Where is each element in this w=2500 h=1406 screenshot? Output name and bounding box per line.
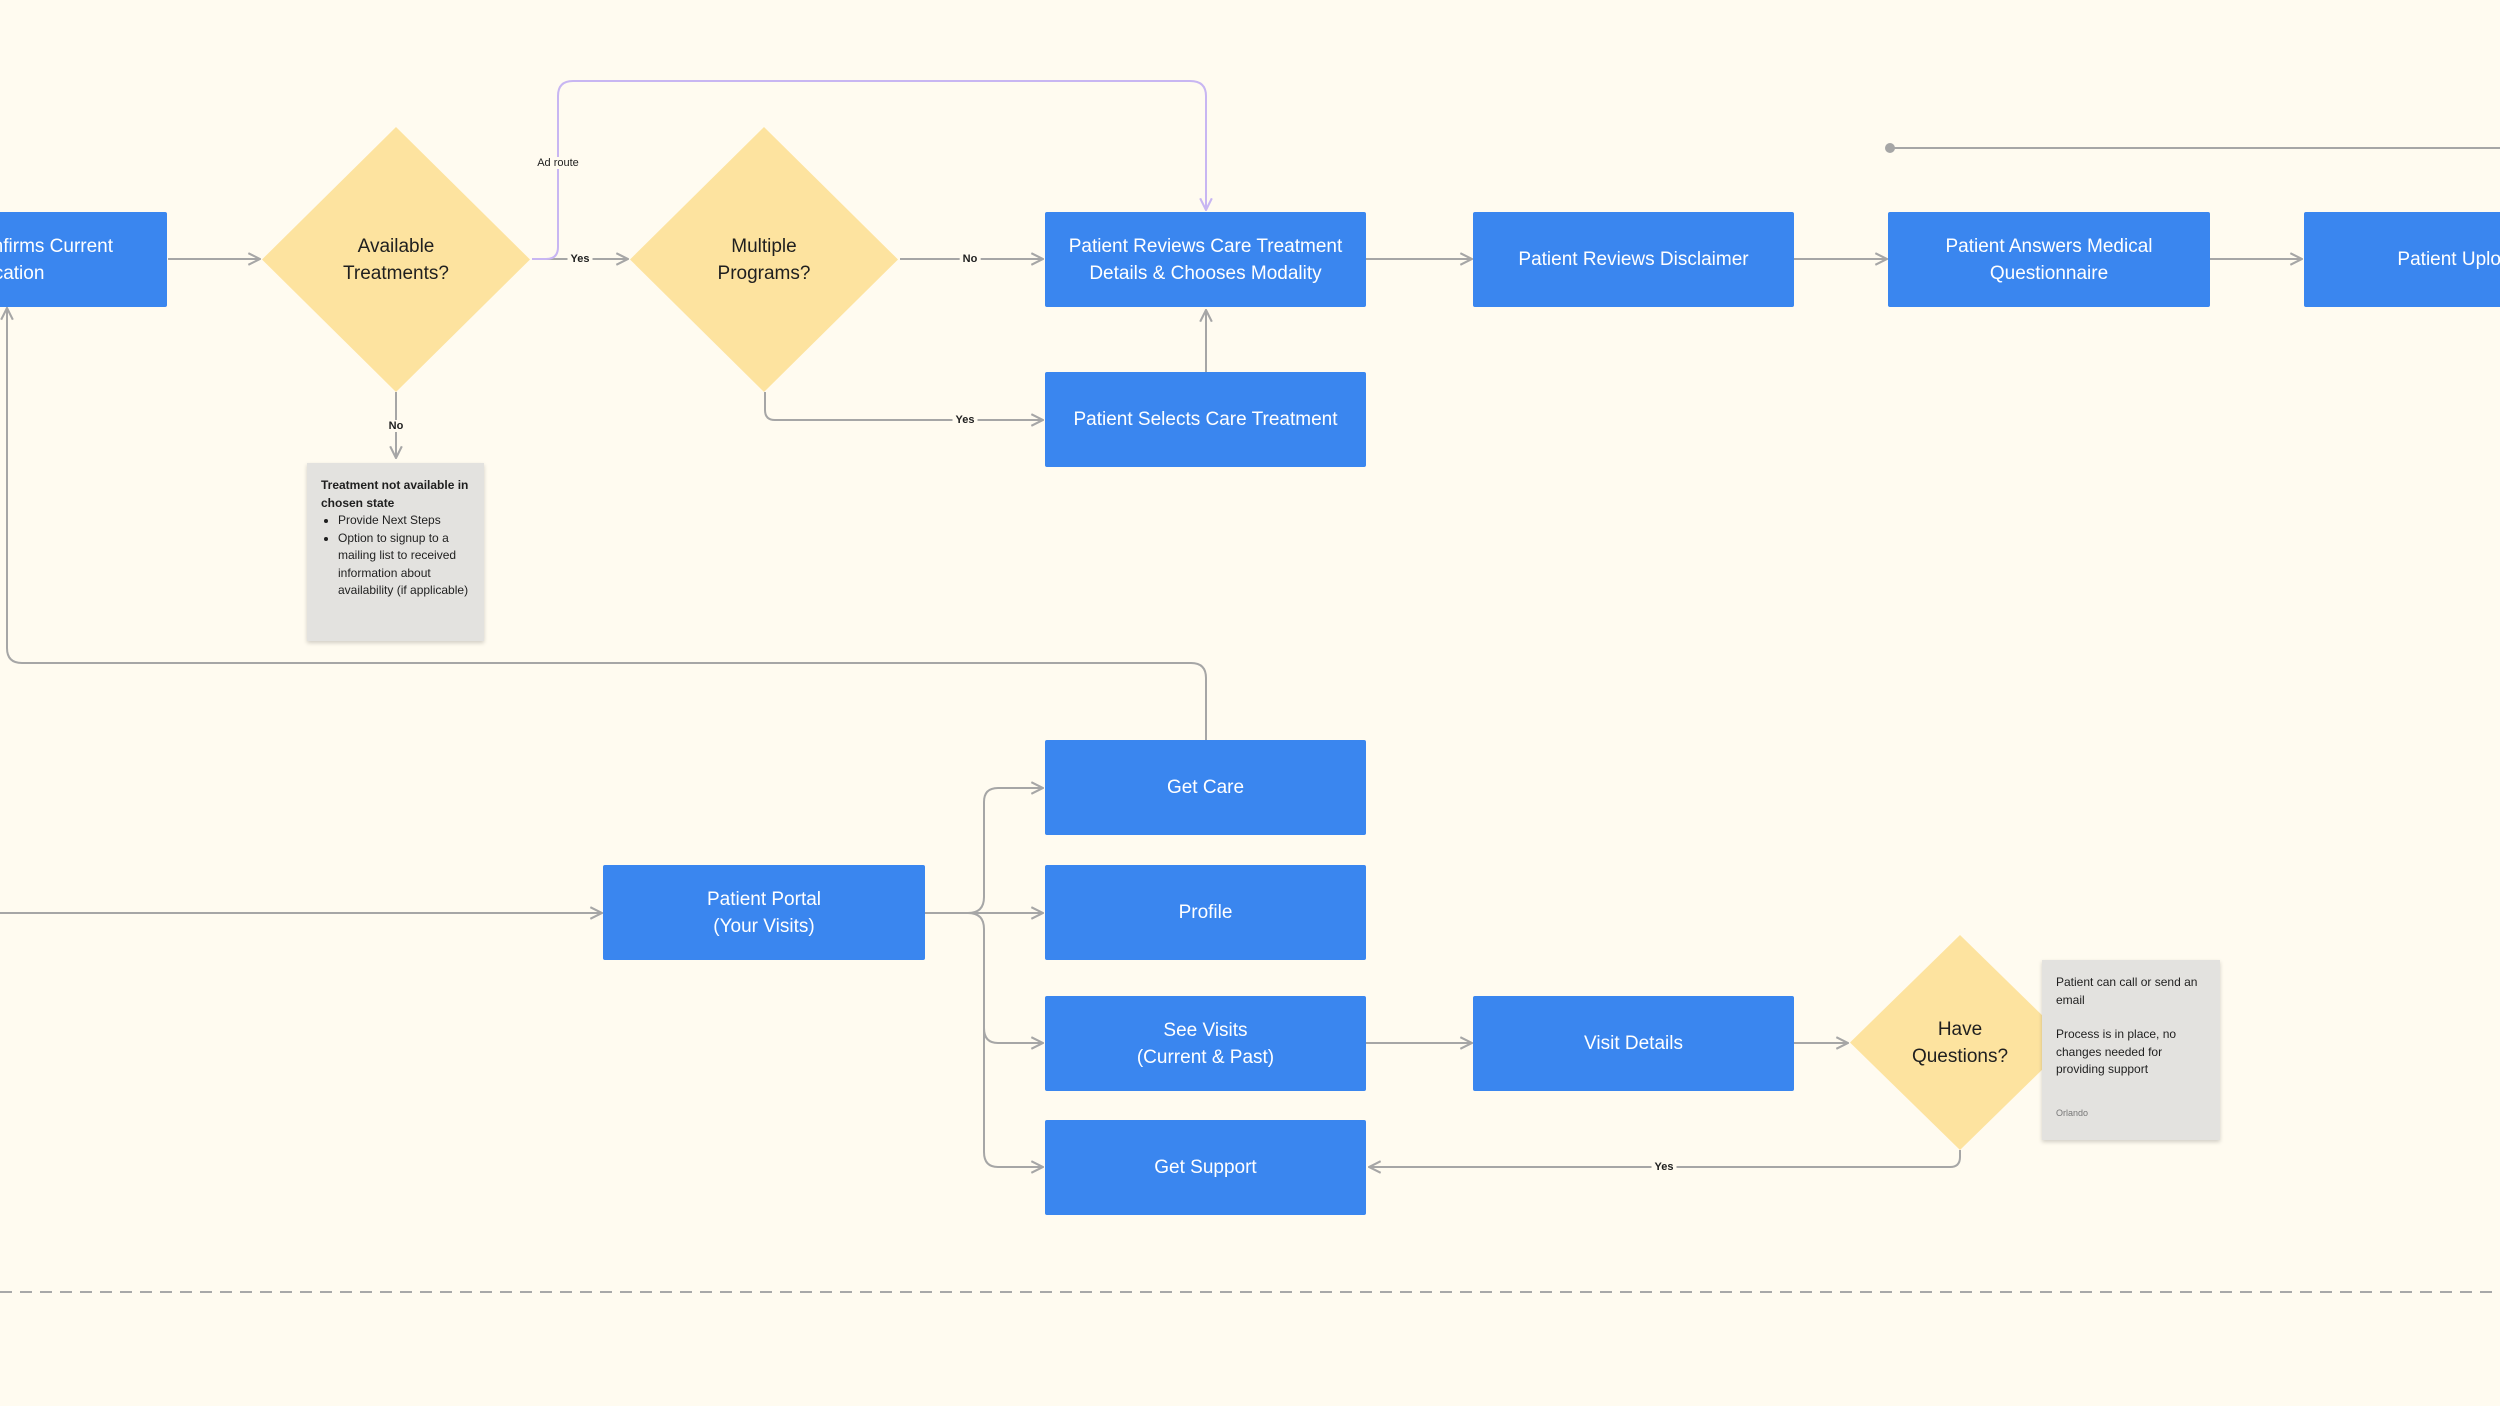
connector-questions-yes-to-support <box>1369 1150 1961 1167</box>
node-patient-portal[interactable]: Patient Portal (Your Visits) <box>603 865 925 960</box>
decision-multiple-programs[interactable]: Multiple Programs? <box>630 127 898 392</box>
note-support-process[interactable]: Patient can call or send an email Proces… <box>2042 960 2220 1140</box>
connector-ad-route <box>532 80 1206 260</box>
connector-portal-to-seevisits <box>967 912 1043 1043</box>
note-treatment-unavailable[interactable]: Treatment not available in chosen state … <box>307 463 484 641</box>
decision-label: Available Treatments? <box>343 235 449 284</box>
node-confirms-location[interactable]: Patient Confirms Current Location <box>0 212 167 307</box>
connector-multiple-yes-to-select <box>764 392 1043 420</box>
node-visit-details[interactable]: Visit Details <box>1473 996 1794 1091</box>
note-title: Treatment not available in chosen state <box>321 478 469 510</box>
note-list: Provide Next Steps Option to signup to a… <box>321 512 470 600</box>
node-see-visits[interactable]: See Visits (Current & Past) <box>1045 996 1366 1091</box>
node-reviews-disclaimer[interactable]: Patient Reviews Disclaimer <box>1473 212 1794 307</box>
connector-portal-to-getcare <box>967 788 1043 914</box>
note-list-item: Provide Next Steps <box>338 512 470 530</box>
node-review-care-treatment[interactable]: Patient Reviews Care Treatment Details &… <box>1045 212 1366 307</box>
node-profile[interactable]: Profile <box>1045 865 1366 960</box>
node-get-care[interactable]: Get Care <box>1045 740 1366 835</box>
edge-label-no: No <box>959 253 981 265</box>
note-text: Patient can call or send an email <box>2056 975 2198 1007</box>
edge-label-yes: Yes <box>952 414 978 426</box>
diamond-shape <box>630 127 898 392</box>
diamond-shape <box>262 127 530 392</box>
note-author: Orlando <box>2056 1107 2089 1118</box>
edge-label-yes: Yes <box>1651 1161 1677 1173</box>
node-patient-uploads[interactable]: Patient Uploads <box>2304 212 2500 307</box>
decision-available-treatments[interactable]: Available Treatments? <box>262 127 530 392</box>
connector-endpoint-dot <box>1885 143 1895 153</box>
node-select-care-treatment[interactable]: Patient Selects Care Treatment <box>1045 372 1366 467</box>
diamond-shape <box>1850 935 2070 1150</box>
edge-label-yes: Yes <box>567 253 593 265</box>
note-text: Process is in place, no changes needed f… <box>2056 1027 2177 1076</box>
edge-label-ad-route: Ad route <box>534 157 582 169</box>
connector-portal-to-support <box>983 1028 1043 1167</box>
decision-label: Have Questions? <box>1911 1018 2009 1067</box>
note-list-item: Option to signup to a mailing list to re… <box>338 530 470 600</box>
decision-label: Multiple Programs? <box>717 235 811 284</box>
node-medical-questionnaire[interactable]: Patient Answers Medical Questionnaire <box>1888 212 2210 307</box>
decision-have-questions[interactable]: Have Questions? <box>1850 935 2070 1150</box>
connector-getcare-to-location <box>7 308 1207 740</box>
edge-label-no: No <box>385 420 407 432</box>
node-get-support[interactable]: Get Support <box>1045 1120 1366 1215</box>
